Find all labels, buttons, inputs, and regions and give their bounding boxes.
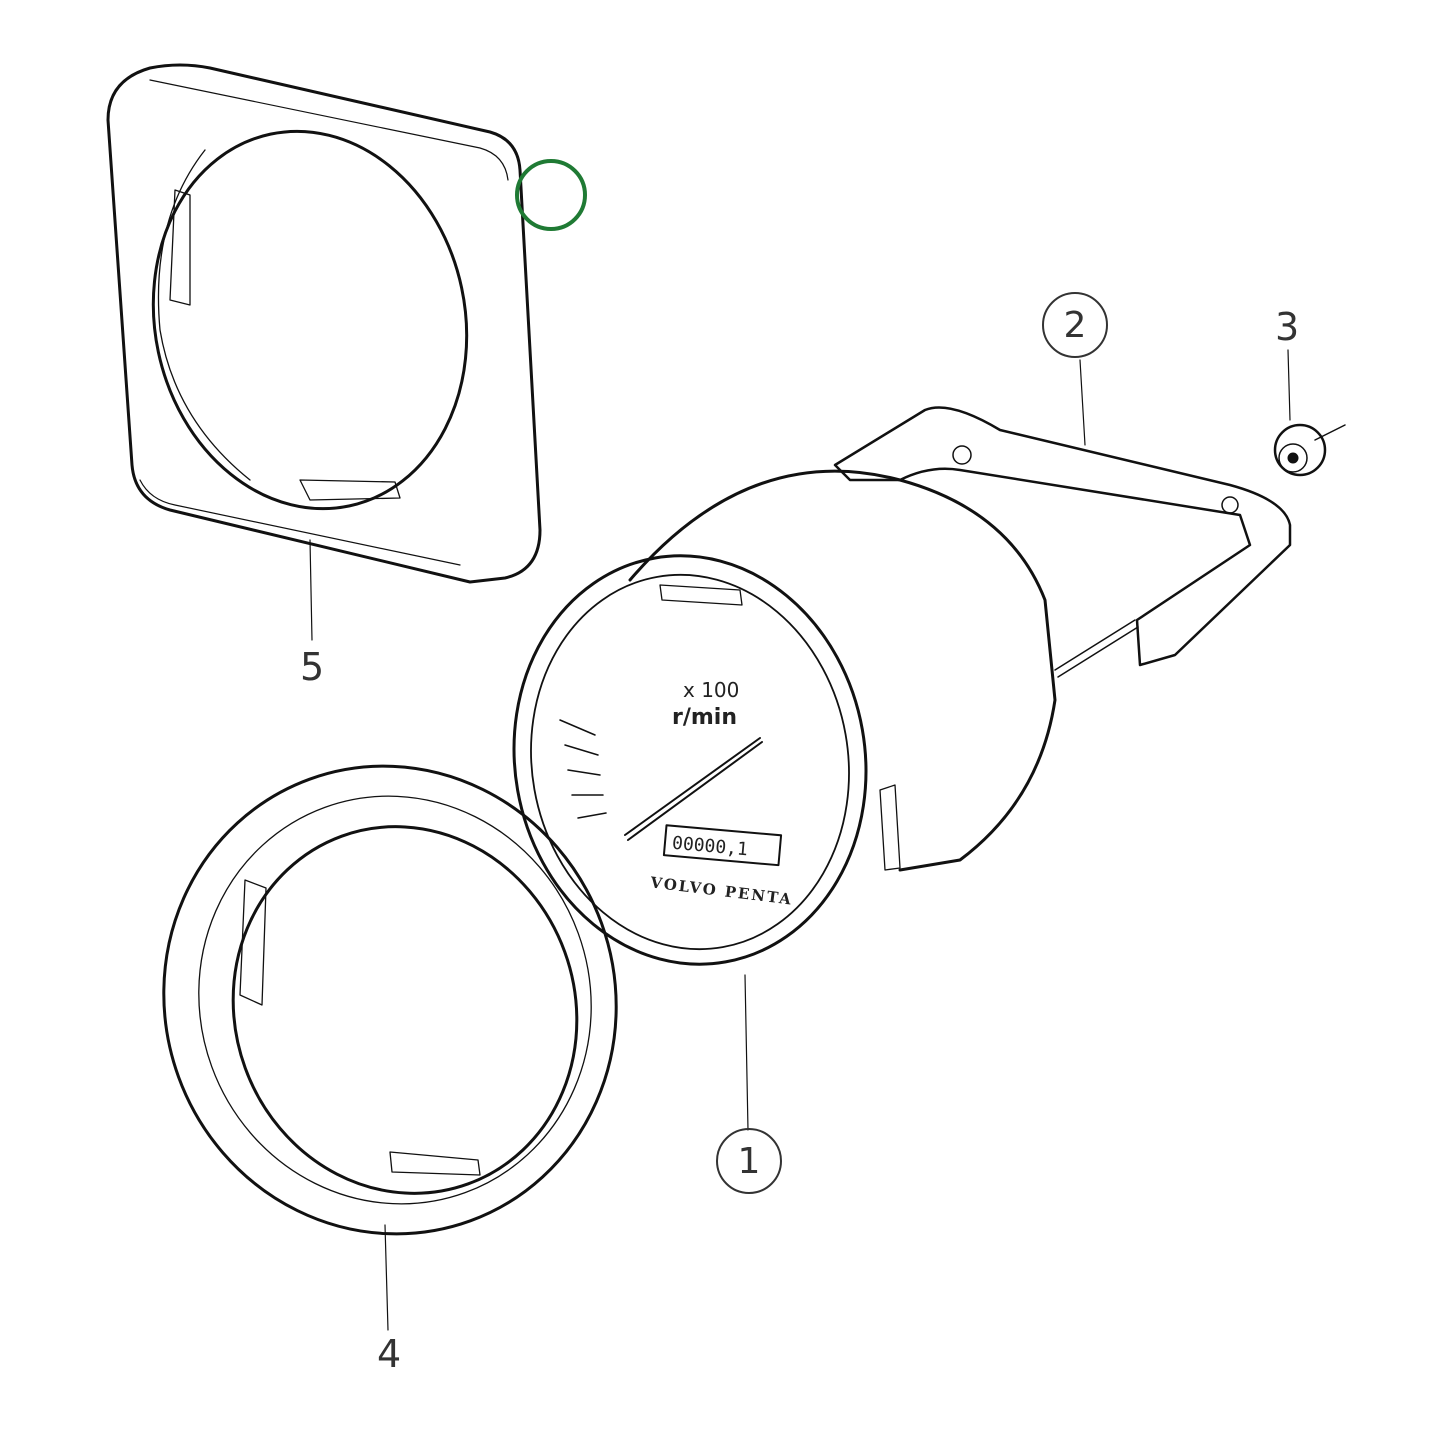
leader-line-5 (309, 539, 313, 641)
dial-unit: r/min (672, 705, 738, 730)
callout-label-1: 1 (737, 1140, 761, 1182)
leader-line-3 (1287, 349, 1291, 421)
leader-line-2 (1079, 359, 1086, 446)
part-5-square-frame (106, 63, 542, 641)
leader-line-4 (384, 1224, 389, 1331)
callout-part-2: 2 (1042, 292, 1108, 358)
callout-part-1: 1 (716, 1128, 782, 1194)
part-2-bracket (833, 359, 1292, 667)
callout-part-3: 3 (1275, 305, 1300, 349)
callout-label-2: 2 (1063, 304, 1087, 346)
part-4-bezel-ring (162, 764, 618, 1331)
dial-multiplier: x 100 (683, 678, 740, 702)
green-marker-circle (515, 159, 587, 231)
callout-part-5: 5 (300, 645, 325, 689)
callout-part-4: 4 (377, 1332, 402, 1376)
part-1-tachometer (512, 469, 1139, 1131)
part-3-knurled-nut (1273, 349, 1346, 477)
leader-line-1 (744, 974, 749, 1131)
